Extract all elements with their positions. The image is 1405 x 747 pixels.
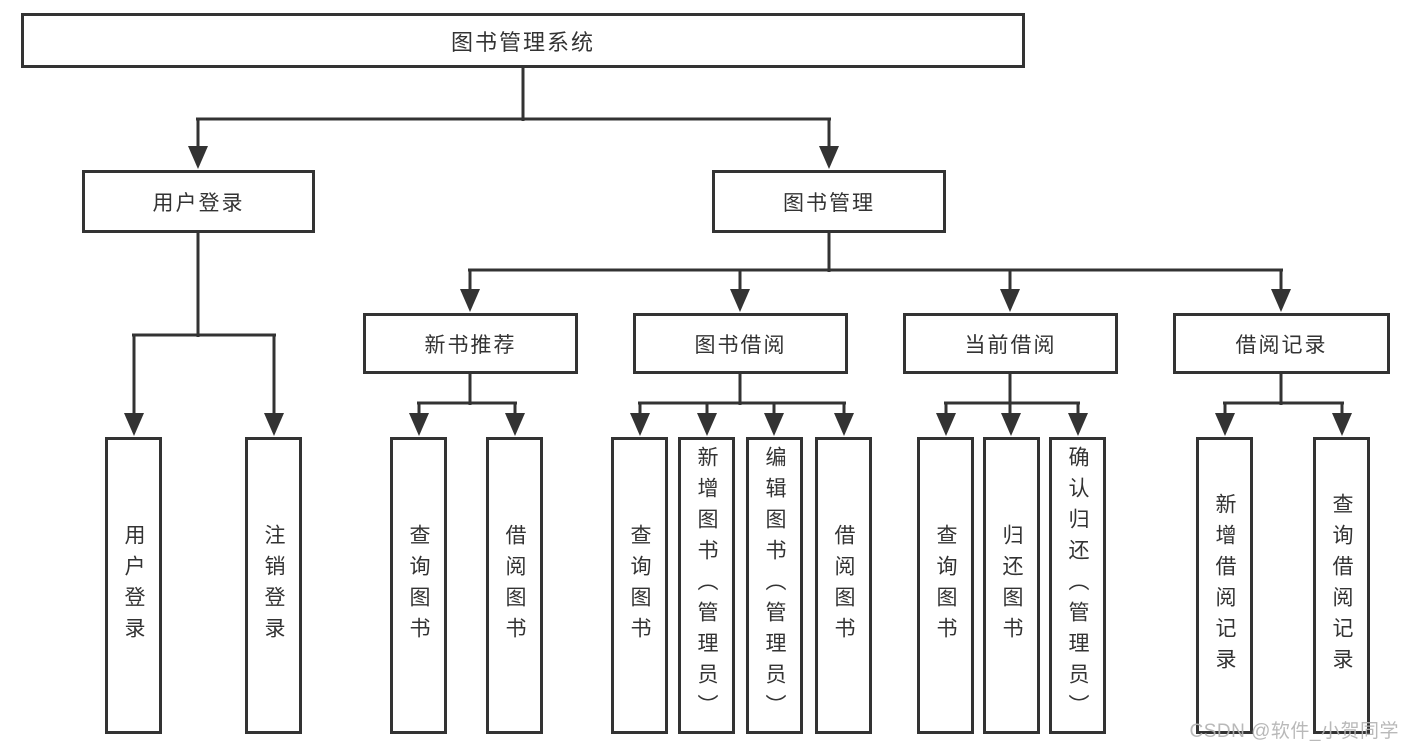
node-current-borrowing: 当前借阅 xyxy=(903,313,1118,374)
node-library-management-system: 图书管理系统 xyxy=(21,13,1025,68)
node-current-confirm-return-admin: 确认归还（管理员） xyxy=(1049,437,1106,734)
node-recommend-borrow-books: 借阅图书 xyxy=(486,437,543,734)
node-label: 新增借阅记录 xyxy=(1213,492,1236,679)
node-label: 借阅图书 xyxy=(503,523,526,648)
node-label: 查询借阅记录 xyxy=(1330,492,1353,679)
node-label: 借阅图书 xyxy=(832,523,855,648)
node-borrowing-records: 借阅记录 xyxy=(1173,313,1390,374)
csdn-watermark: CSDN @软件_小贺同学 xyxy=(1189,721,1399,742)
node-label: 图书借阅 xyxy=(694,333,787,357)
node-borrowing-query-books: 查询图书 xyxy=(611,437,668,734)
node-label: 编辑图书（管理员） xyxy=(763,446,786,725)
node-records-query-borrow-record: 查询借阅记录 xyxy=(1313,437,1370,734)
node-user-login-action: 用户登录 xyxy=(105,437,162,734)
node-label: 查询图书 xyxy=(407,523,430,648)
node-label: 确认归还（管理员） xyxy=(1066,446,1089,725)
node-label: 注销登录 xyxy=(262,523,285,648)
node-label: 查询图书 xyxy=(628,523,651,648)
node-new-book-recommendation: 新书推荐 xyxy=(363,313,578,374)
node-logout-action: 注销登录 xyxy=(245,437,302,734)
node-borrowing-edit-books-admin: 编辑图书（管理员） xyxy=(746,437,803,734)
node-label: 用户登录 xyxy=(122,523,145,648)
node-label: 图书管理系统 xyxy=(450,29,595,55)
node-current-return-books: 归还图书 xyxy=(983,437,1040,734)
node-label: 当前借阅 xyxy=(964,333,1057,357)
node-label: 用户登录 xyxy=(152,191,245,215)
node-current-query-books: 查询图书 xyxy=(917,437,974,734)
node-label: 归还图书 xyxy=(1000,523,1023,648)
node-user-login: 用户登录 xyxy=(82,170,315,233)
node-records-add-borrow-record: 新增借阅记录 xyxy=(1196,437,1253,734)
node-borrowing-add-books-admin: 新增图书（管理员） xyxy=(678,437,735,734)
node-label: 查询图书 xyxy=(934,523,957,648)
node-book-management: 图书管理 xyxy=(712,170,946,233)
node-label: 借阅记录 xyxy=(1235,333,1328,357)
node-recommend-query-books: 查询图书 xyxy=(390,437,447,734)
node-label: 图书管理 xyxy=(783,191,875,215)
node-borrowing-borrow-books: 借阅图书 xyxy=(815,437,872,734)
node-label: 新书推荐 xyxy=(424,333,517,357)
node-label: 新增图书（管理员） xyxy=(695,446,718,725)
node-book-borrowing: 图书借阅 xyxy=(633,313,848,374)
